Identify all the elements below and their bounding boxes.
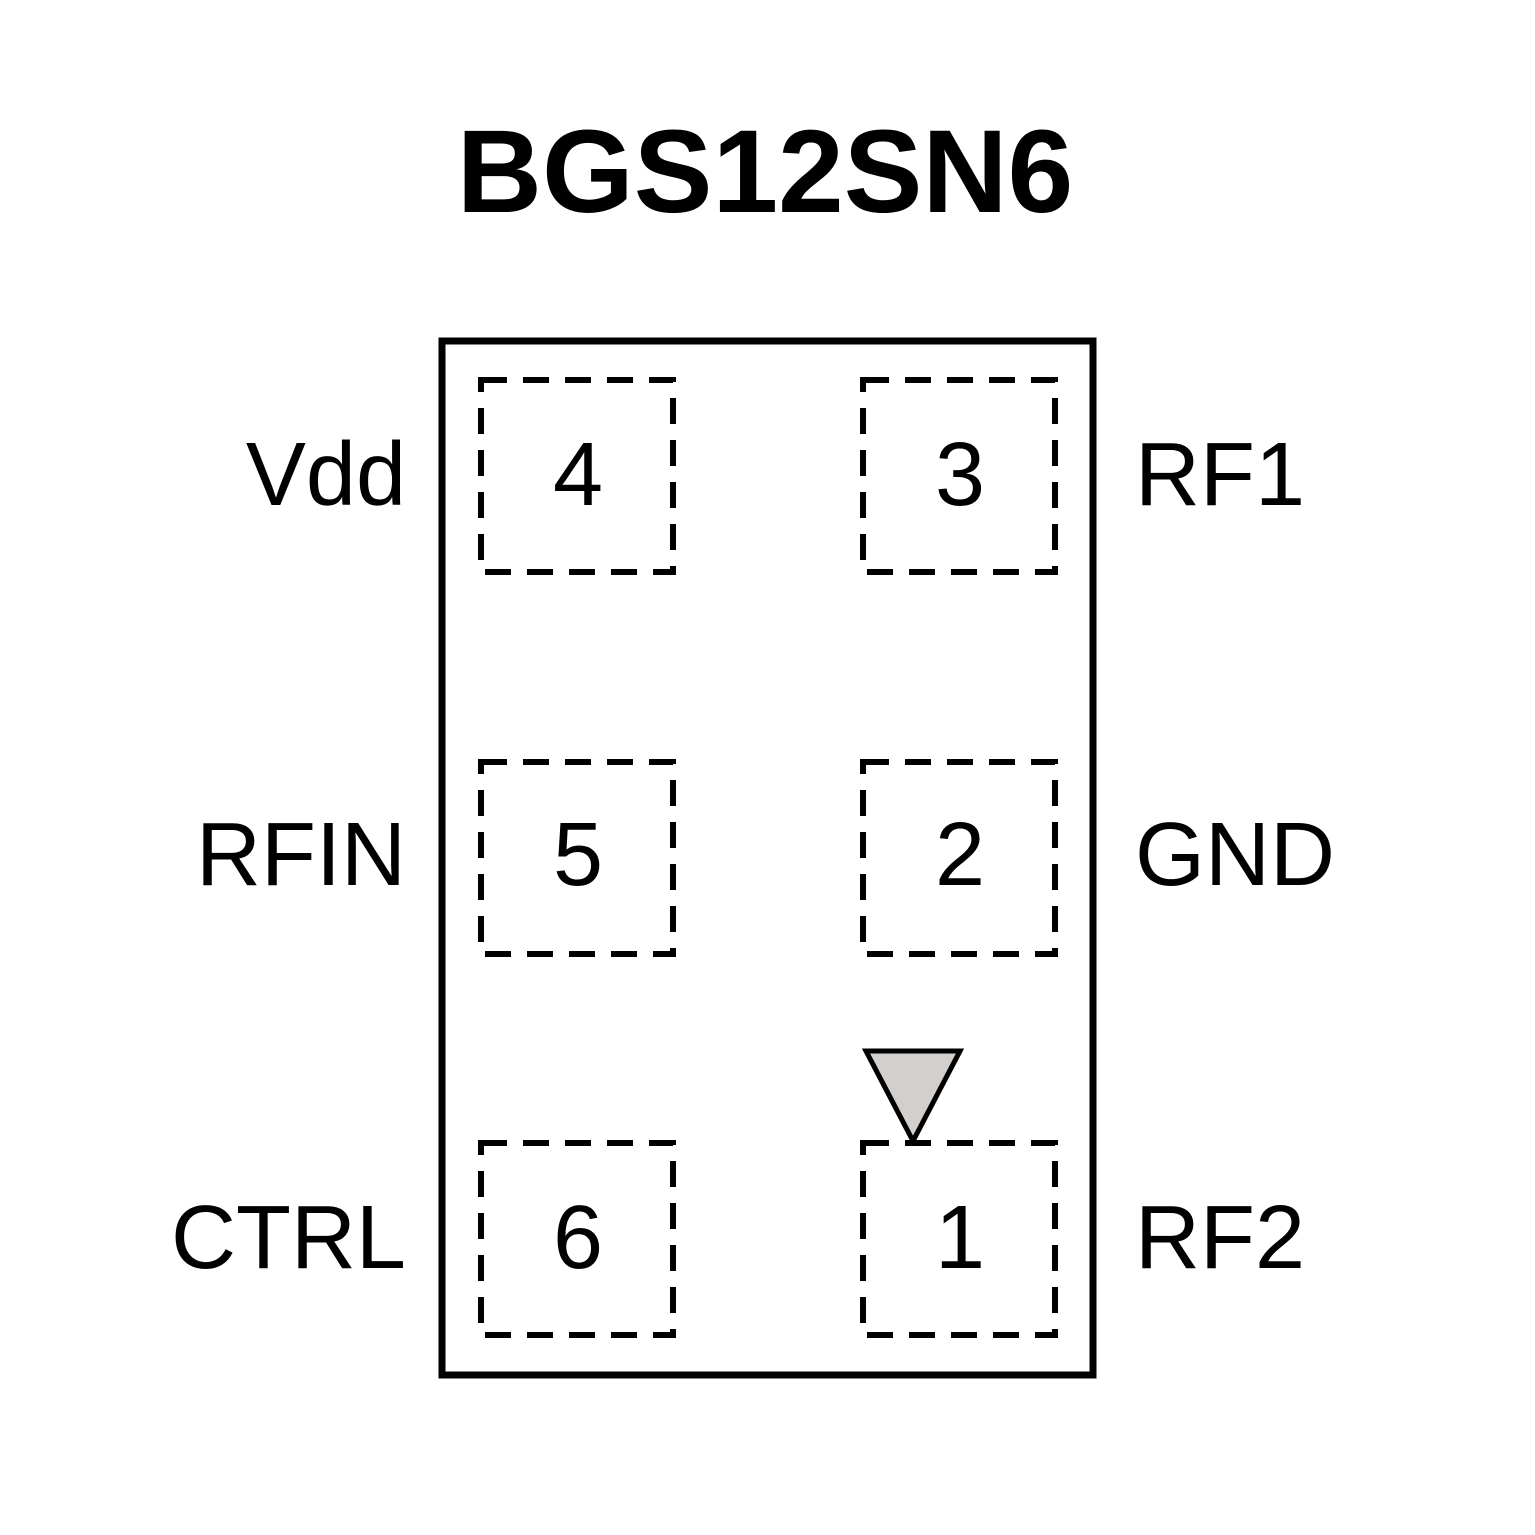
- pad-number-5: 5: [553, 805, 603, 905]
- pad-number-2: 2: [935, 805, 985, 905]
- pad-4: [478, 377, 676, 575]
- pin-3: 3 RF1: [860, 377, 1305, 575]
- pin-label-1: RF2: [1135, 1188, 1305, 1288]
- pin-label-4: Vdd: [246, 425, 406, 525]
- pin1-marker-triangle-icon: [861, 1048, 965, 1147]
- pad-3: [860, 377, 1058, 575]
- pad-number-4: 4: [553, 425, 603, 525]
- pin-4: 4 Vdd: [246, 377, 676, 575]
- pin-1: 1 RF2: [860, 1140, 1305, 1338]
- pin-label-6: CTRL: [171, 1188, 406, 1288]
- pin-label-2: GND: [1135, 805, 1335, 905]
- pin-label-3: RF1: [1135, 425, 1305, 525]
- pad-number-1: 1: [935, 1188, 985, 1288]
- pin-2: 2 GND: [860, 759, 1335, 957]
- pad-6: [478, 1140, 676, 1338]
- pin-label-5: RFIN: [196, 805, 406, 905]
- pin-5: 5 RFIN: [196, 759, 676, 957]
- pad-number-3: 3: [935, 425, 985, 525]
- pad-2: [860, 759, 1058, 957]
- pad-number-6: 6: [553, 1188, 603, 1288]
- diagram-title: BGS12SN6: [457, 106, 1074, 238]
- pad-5: [478, 759, 676, 957]
- pad-1: [860, 1140, 1058, 1338]
- pin-6: 6 CTRL: [171, 1140, 676, 1338]
- package-body: [438, 337, 1097, 1379]
